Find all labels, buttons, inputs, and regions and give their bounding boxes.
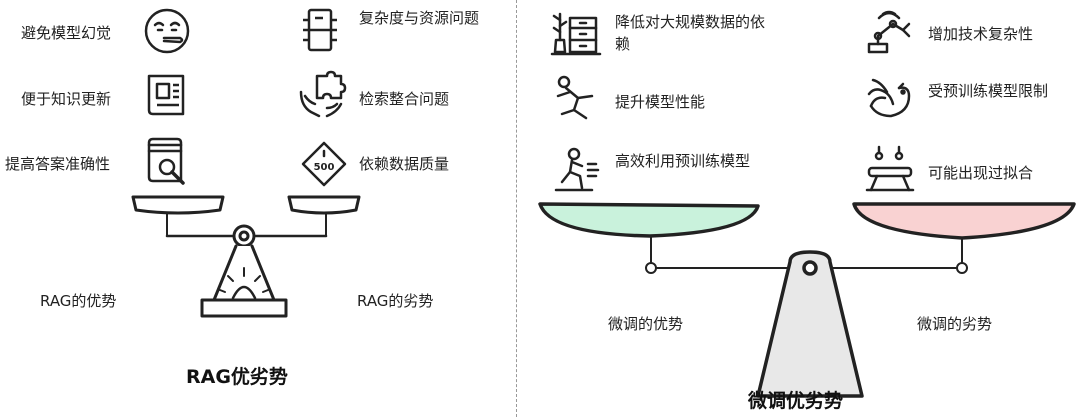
rag-con-item: 复杂度与资源问题 xyxy=(359,9,480,27)
quality-badge-text: 500 xyxy=(314,162,335,173)
ft-con-item: 可能出现过拟合 xyxy=(928,164,1034,182)
rag-scale-icon xyxy=(131,195,361,318)
ft-pro-item: 高效利用预训练模型 xyxy=(615,152,751,170)
rag-panel: 避免模型幻觉 便于知识更新 提高答案准确性 xyxy=(0,0,515,417)
ft-con-item: 受预训练模型限制 xyxy=(928,82,1049,100)
bookshelf-plant-icon xyxy=(550,12,602,56)
rag-con-item: 检索整合问题 xyxy=(359,90,450,108)
quality-badge-icon: 500 xyxy=(301,141,347,187)
rag-con-label: RAG的劣势 xyxy=(357,292,434,310)
robot-arm-icon xyxy=(867,10,911,54)
runner-speed-icon xyxy=(554,147,600,192)
confused-face-icon xyxy=(144,8,190,54)
rag-pro-label: RAG的优势 xyxy=(40,292,117,310)
running-person-icon xyxy=(556,75,594,120)
gymnastics-horse-icon xyxy=(865,145,915,192)
panel-divider xyxy=(516,0,517,417)
server-rack-icon xyxy=(303,8,337,52)
rag-title: RAG优劣势 xyxy=(186,366,288,388)
bird-icon xyxy=(867,78,911,118)
ft-pro-label: 微调的优势 xyxy=(608,315,684,333)
rag-con-item: 依赖数据质量 xyxy=(359,155,450,173)
finetune-panel: 降低对大规模数据的依赖 提升模型性能 高效利用预训练模型 xyxy=(520,0,1080,417)
rag-pro-item: 便于知识更新 xyxy=(21,90,112,108)
ft-con-label: 微调的劣势 xyxy=(917,315,993,333)
hands-puzzle-icon xyxy=(299,70,347,118)
newspaper-icon xyxy=(147,74,185,116)
rag-pro-item: 避免模型幻觉 xyxy=(21,24,112,42)
rag-pro-item: 提高答案准确性 xyxy=(5,155,111,173)
ft-con-item: 增加技术复杂性 xyxy=(928,25,1034,43)
document-search-icon xyxy=(147,137,185,185)
ft-title: 微调优劣势 xyxy=(748,390,844,412)
ft-pro-item: 提升模型性能 xyxy=(615,93,706,111)
ft-pro-item: 降低对大规模数据的依赖 xyxy=(615,13,766,53)
finetune-scale-icon xyxy=(538,202,1076,398)
